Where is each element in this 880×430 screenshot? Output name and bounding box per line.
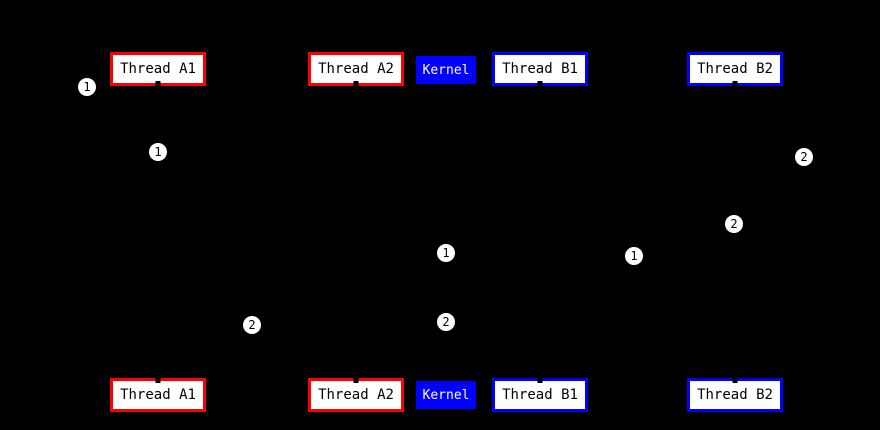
entity-box-kernel-top: Kernel [416, 56, 476, 84]
marker-circle-1: 1 [437, 244, 455, 262]
entity-box-thread-b2-bottom: Thread B2 [687, 378, 783, 412]
marker-circle-2: 2 [795, 148, 813, 166]
marker-circle-2: 2 [437, 313, 455, 331]
marker-circle-1: 1 [149, 143, 167, 161]
entity-box-thread-a1-bottom: Thread A1 [110, 378, 206, 412]
marker-circle-1: 1 [78, 78, 96, 96]
entity-box-thread-b1-top: Thread B1 [492, 52, 588, 86]
entity-box-kernel-bottom: Kernel [416, 381, 476, 409]
marker-circle-2: 2 [243, 316, 261, 334]
entity-box-thread-a2-top: Thread A2 [308, 52, 404, 86]
marker-circle-1: 1 [625, 247, 643, 265]
marker-circle-2: 2 [725, 215, 743, 233]
entity-box-thread-b1-bottom: Thread B1 [492, 378, 588, 412]
entity-box-thread-b2-top: Thread B2 [687, 52, 783, 86]
entity-box-thread-a2-bottom: Thread A2 [308, 378, 404, 412]
entity-box-thread-a1-top: Thread A1 [110, 52, 206, 86]
